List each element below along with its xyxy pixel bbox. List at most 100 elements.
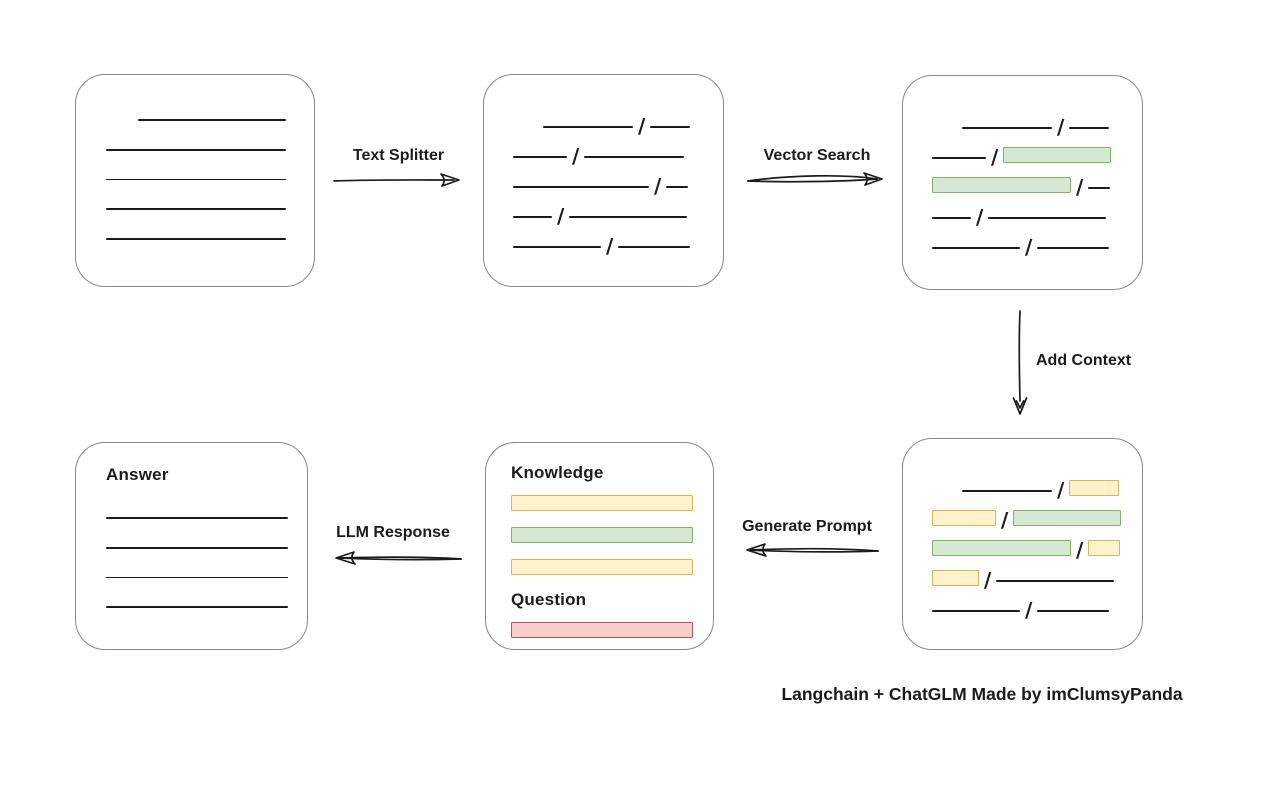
vector-matches-rows: / / / / / bbox=[903, 76, 1142, 259]
green-highlight-chunk bbox=[1003, 147, 1112, 163]
text-line bbox=[106, 606, 288, 609]
source-document-node bbox=[75, 74, 315, 287]
text-line bbox=[106, 517, 288, 519]
text-chunk-row: / bbox=[932, 172, 1142, 199]
text-line bbox=[1069, 127, 1110, 129]
text-splitter-label: Text Splitter bbox=[352, 147, 445, 164]
text-chunk-row: / bbox=[932, 505, 1142, 532]
chunk-separator-slash: / bbox=[572, 144, 580, 168]
yellow-bar bbox=[511, 495, 693, 511]
text-line bbox=[932, 157, 986, 159]
chunk-separator-slash: / bbox=[1076, 175, 1084, 199]
yellow-highlight-chunk bbox=[932, 570, 979, 586]
text-chunk-row: / bbox=[513, 171, 723, 198]
text-chunk-row: / bbox=[932, 595, 1142, 622]
question-heading: Question bbox=[511, 590, 587, 609]
text-line bbox=[1037, 610, 1110, 612]
chunk-separator-slash: / bbox=[1057, 478, 1065, 502]
yellow-highlight-chunk bbox=[932, 510, 996, 526]
text-line bbox=[962, 127, 1052, 129]
red-bar bbox=[511, 622, 693, 638]
text-chunk-row: / bbox=[932, 232, 1142, 259]
yellow-highlight-chunk bbox=[1088, 540, 1121, 556]
text-chunk-row: / bbox=[513, 111, 723, 138]
question-bars bbox=[511, 622, 713, 639]
text-chunk-row: / bbox=[932, 202, 1142, 229]
text-line bbox=[569, 216, 688, 218]
chunk-separator-slash: / bbox=[1025, 235, 1033, 259]
text-line bbox=[1088, 187, 1111, 189]
green-bar bbox=[511, 527, 693, 543]
vector-search-label: Vector Search bbox=[763, 147, 871, 164]
text-chunk-row: / bbox=[932, 112, 1142, 139]
add-context-label: Add Context bbox=[1036, 352, 1132, 369]
yellow-highlight-chunk bbox=[1069, 480, 1120, 496]
text-line bbox=[106, 238, 286, 240]
knowledge-heading: Knowledge bbox=[511, 463, 604, 482]
chunk-separator-slash: / bbox=[654, 174, 662, 198]
green-highlight-chunk bbox=[1013, 510, 1122, 526]
chunk-separator-slash: / bbox=[991, 145, 999, 169]
chunk-separator-slash: / bbox=[638, 114, 646, 138]
arrow-down-icon bbox=[1012, 310, 1028, 415]
document-lines bbox=[76, 75, 314, 240]
vector-matches-node: / / / / / bbox=[902, 75, 1143, 290]
chunk-separator-slash: / bbox=[1057, 115, 1065, 139]
text-line bbox=[584, 156, 685, 158]
text-line bbox=[106, 178, 286, 181]
green-highlight-chunk bbox=[932, 540, 1071, 556]
split-text-node: / / / / / bbox=[483, 74, 724, 287]
text-line bbox=[106, 208, 286, 211]
arrow-right-icon bbox=[747, 172, 883, 186]
chunk-separator-slash: / bbox=[1076, 538, 1084, 562]
text-chunk-row: / bbox=[932, 565, 1142, 592]
chunk-separator-slash: / bbox=[1025, 598, 1033, 622]
text-line bbox=[932, 247, 1020, 249]
generate-prompt-label: Generate Prompt bbox=[742, 518, 872, 535]
text-chunk-row: / bbox=[513, 141, 723, 168]
context-node: / / / / / bbox=[902, 438, 1143, 650]
text-line bbox=[650, 126, 691, 128]
prompt-node: Knowledge Question bbox=[485, 442, 714, 650]
text-chunk-row: / bbox=[513, 201, 723, 228]
text-chunk-row: / bbox=[932, 475, 1142, 502]
context-rows: / / / / / bbox=[903, 439, 1142, 622]
text-line bbox=[106, 576, 288, 579]
green-highlight-chunk bbox=[932, 177, 1071, 193]
text-line bbox=[962, 490, 1052, 492]
text-line bbox=[666, 186, 689, 188]
arrow-left-icon bbox=[335, 551, 462, 565]
text-chunk-row: / bbox=[932, 535, 1142, 562]
text-line bbox=[513, 246, 601, 248]
text-line bbox=[106, 148, 286, 151]
text-line bbox=[513, 156, 567, 158]
split-text-rows: / / / / / bbox=[484, 75, 723, 258]
arrow-right-icon bbox=[333, 173, 460, 187]
text-chunk-row: / bbox=[513, 231, 723, 258]
chunk-separator-slash: / bbox=[976, 205, 984, 229]
text-line bbox=[932, 217, 971, 219]
text-line bbox=[513, 186, 649, 188]
text-line bbox=[988, 217, 1107, 219]
chunk-separator-slash: / bbox=[557, 204, 565, 228]
llm-response-label: LLM Response bbox=[336, 524, 450, 541]
text-chunk-row: / bbox=[932, 142, 1142, 169]
text-line bbox=[543, 126, 633, 128]
arrow-left-icon bbox=[746, 543, 879, 557]
answer-heading: Answer bbox=[106, 465, 169, 484]
text-line bbox=[932, 610, 1020, 612]
text-line bbox=[106, 546, 288, 549]
chunk-separator-slash: / bbox=[984, 568, 992, 592]
answer-lines bbox=[106, 517, 307, 609]
knowledge-bars bbox=[511, 495, 713, 576]
text-line bbox=[1037, 247, 1110, 249]
yellow-bar bbox=[511, 559, 693, 575]
chunk-separator-slash: / bbox=[606, 234, 614, 258]
answer-node: Answer bbox=[75, 442, 308, 650]
chunk-separator-slash: / bbox=[1001, 508, 1009, 532]
text-line bbox=[513, 216, 552, 218]
diagram-caption: Langchain + ChatGLM Made by imClumsyPand… bbox=[781, 684, 1183, 704]
text-line bbox=[138, 119, 286, 121]
text-line bbox=[618, 246, 691, 248]
